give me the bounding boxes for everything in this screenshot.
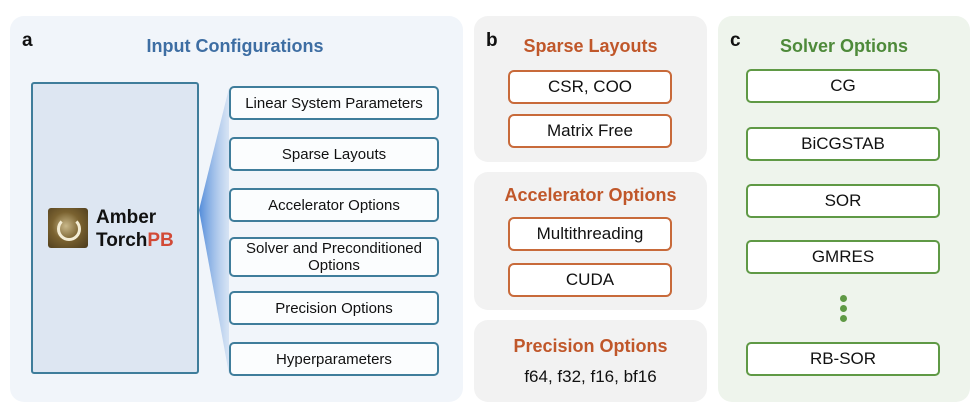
brand-line-2: TorchPB	[96, 230, 174, 252]
brand-pb: PB	[147, 230, 174, 251]
ambertorchpb-logo-icon	[48, 208, 88, 248]
solver-item-cg: CG	[746, 69, 940, 103]
fan-shape	[199, 88, 229, 374]
panel-label-c: c	[730, 30, 741, 51]
precision-values: f64, f32, f16, bf16	[524, 367, 657, 386]
option-hyperparameters: Hyperparameters	[229, 342, 439, 376]
accel-item-multithreading: Multithreading	[508, 217, 672, 251]
brand-torch: Torch	[96, 230, 148, 251]
panel-label-a: a	[22, 30, 33, 51]
brand-line-1: Amber	[96, 207, 157, 228]
option-precision-options: Precision Options	[229, 291, 439, 325]
option-accelerator-options: Accelerator Options	[229, 188, 439, 222]
panel-label-b: b	[486, 30, 498, 51]
option-solver-preconditioned: Solver and Preconditioned Options	[229, 237, 439, 277]
ellipsis-dot-2	[840, 305, 847, 312]
option-sparse-layouts: Sparse Layouts	[229, 137, 439, 171]
panel-a-title: Input Configurations	[146, 36, 324, 56]
solver-options-title: Solver Options	[779, 36, 909, 56]
accelerator-options-title: Accelerator Options	[504, 185, 677, 205]
solver-item-bicgstab: BiCGSTAB	[746, 127, 940, 161]
precision-options-title: Precision Options	[513, 336, 668, 356]
option-linear-system-parameters: Linear System Parameters	[229, 86, 439, 120]
ellipsis-dot-1	[840, 295, 847, 302]
ellipsis-dot-3	[840, 315, 847, 322]
sparse-layouts-title: Sparse Layouts	[523, 36, 658, 56]
accel-item-cuda: CUDA	[508, 263, 672, 297]
solver-item-gmres: GMRES	[746, 240, 940, 274]
solver-item-sor: SOR	[746, 184, 940, 218]
panel-precision-options	[474, 320, 707, 402]
solver-item-rb-sor: RB-SOR	[746, 342, 940, 376]
sparse-item-csr-coo: CSR, COO	[508, 70, 672, 104]
sparse-item-matrix-free: Matrix Free	[508, 114, 672, 148]
